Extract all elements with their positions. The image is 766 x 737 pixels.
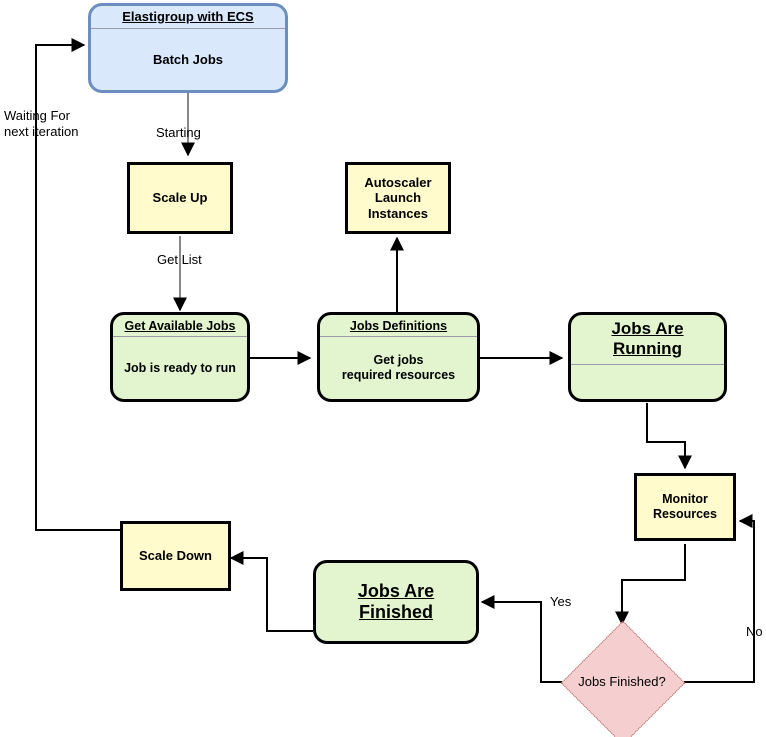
node-jobs-are-finished[interactable]: Jobs Are Finished: [313, 560, 479, 644]
edge-decision-no-to-monitor-resources: [684, 514, 755, 683]
node-jobs-are-running-line2: Running: [613, 338, 682, 358]
node-elastigroup-with-ecs[interactable]: Elastigroup with ECS Batch Jobs: [88, 3, 288, 93]
edge-decision-yes-to-jobs-are-finished: [480, 595, 562, 683]
node-monitor-resources-line2: Resources: [653, 507, 717, 521]
node-jobs-are-running-line1: Jobs Are: [611, 319, 684, 338]
edge-label-waiting-for-next-iteration: Waiting For next iteration: [4, 108, 78, 141]
node-autoscaler-line1: Autoscaler: [364, 174, 432, 190]
node-scale-down-label: Scale Down: [139, 548, 212, 564]
node-jobs-definitions-title: Jobs Definitions: [349, 319, 448, 333]
node-autoscaler-line3: Instances: [368, 205, 428, 221]
node-jobs-are-running-body: [571, 365, 724, 399]
node-jobs-definitions-divider: [320, 336, 477, 338]
node-scale-down[interactable]: Scale Down: [120, 521, 231, 591]
node-get-available-jobs[interactable]: Get Available Jobs Job is ready to run: [110, 312, 250, 402]
edge-label-get-list: Get List: [157, 252, 202, 267]
node-jobs-are-finished-line2: Finished: [358, 602, 433, 622]
edge-label-no: No: [746, 624, 763, 639]
node-jobs-definitions-body-line2: required resources: [341, 368, 456, 383]
node-scale-up-label: Scale Up: [152, 190, 208, 206]
node-jobs-are-finished-text: Jobs Are Finished: [316, 581, 476, 622]
node-elastigroup-title: Elastigroup with ECS: [122, 9, 254, 24]
node-elastigroup-body: Batch Jobs: [152, 51, 224, 67]
node-get-available-jobs-title: Get Available Jobs: [124, 319, 236, 333]
edge-label-waiting-line2: next iteration: [4, 124, 79, 140]
node-scale-up[interactable]: Scale Up: [127, 162, 233, 234]
node-get-available-jobs-body: Job is ready to run: [124, 360, 236, 375]
node-jobs-definitions-body-line1: Get jobs: [373, 353, 424, 368]
edge-jobs-are-finished-to-scale-down: [229, 551, 313, 632]
node-jobs-are-running-title: Jobs Are Running: [571, 315, 724, 358]
edge-label-starting: Starting: [156, 125, 201, 140]
node-elastigroup-divider: [91, 27, 285, 29]
edge-jobs-are-running-to-monitor-resources: [646, 403, 692, 470]
node-jobs-are-running[interactable]: Jobs Are Running: [568, 312, 727, 402]
node-autoscaler-line2: Launch: [374, 190, 422, 206]
node-jobs-definitions-body: Get jobs required resources: [320, 337, 477, 399]
node-monitor-resources[interactable]: Monitor Resources: [634, 473, 736, 541]
node-monitor-resources-line1: Monitor: [662, 492, 708, 506]
edge-label-waiting-line1: Waiting For: [4, 108, 70, 123]
edge-label-yes: Yes: [550, 594, 572, 609]
node-autoscaler-launch-instances[interactable]: Autoscaler Launch Instances: [345, 162, 451, 234]
edge-monitor-resources-to-decision: [615, 544, 686, 626]
node-jobs-finished-decision-label: Jobs Finished?: [578, 674, 666, 689]
node-jobs-are-finished-line1: Jobs Are: [357, 581, 435, 602]
node-get-available-jobs-divider: [113, 336, 247, 338]
node-jobs-definitions[interactable]: Jobs Definitions Get jobs required resou…: [317, 312, 480, 402]
node-jobs-are-running-divider: [571, 364, 724, 366]
